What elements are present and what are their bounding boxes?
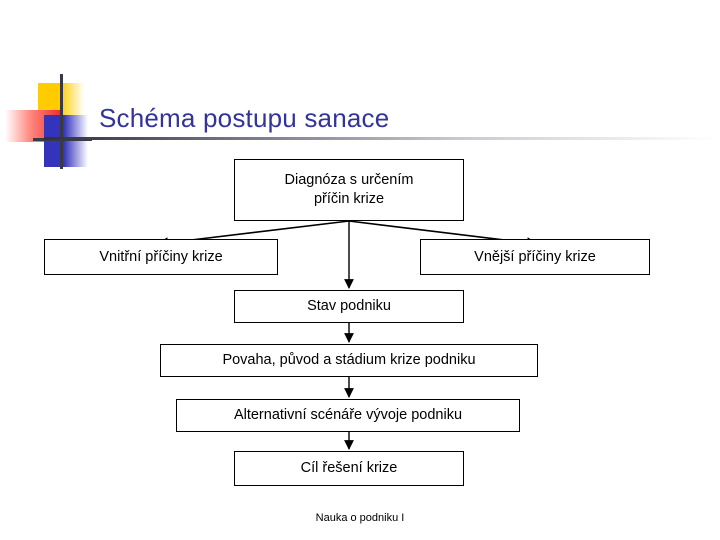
node-vnejsi-priciny-krize: Vnější příčiny krize	[420, 239, 650, 275]
title-divider	[44, 137, 716, 140]
node-vnitrni-priciny-krize: Vnitřní příčiny krize	[44, 239, 278, 275]
node-povaha-puvod-stadium: Povaha, původ a stádium krize podniku	[160, 344, 538, 377]
node-diagnoza-line2: příčin krize	[313, 191, 385, 207]
slide-decoration-logo	[0, 60, 120, 170]
node-stav-label: Stav podniku	[307, 298, 391, 314]
node-alternativy-label: Alternativní scénáře vývoje podniku	[233, 407, 463, 423]
node-diagnoza-line1: Diagnóza s určením	[284, 172, 414, 188]
logo-vertical-line	[60, 74, 63, 169]
logo-blue-square	[44, 115, 88, 167]
node-stav-podniku: Stav podniku	[234, 290, 464, 323]
node-vnitrni-label: Vnitřní příčiny krize	[99, 248, 223, 265]
node-alternativni-scenare: Alternativní scénáře vývoje podniku	[176, 399, 520, 432]
node-povaha-label: Povaha, původ a stádium krize podniku	[222, 352, 476, 368]
page-title: Schéma postupu sanace	[99, 103, 390, 133]
node-vnejsi-label: Vnější příčiny krize	[474, 248, 596, 265]
footer-note: Nauka o podniku I	[315, 512, 405, 524]
node-cil-label: Cíl řešení krize	[300, 460, 398, 476]
node-diagnoza: Diagnóza s určením příčin krize	[234, 159, 464, 221]
node-cil-reseni-krize: Cíl řešení krize	[234, 451, 464, 486]
